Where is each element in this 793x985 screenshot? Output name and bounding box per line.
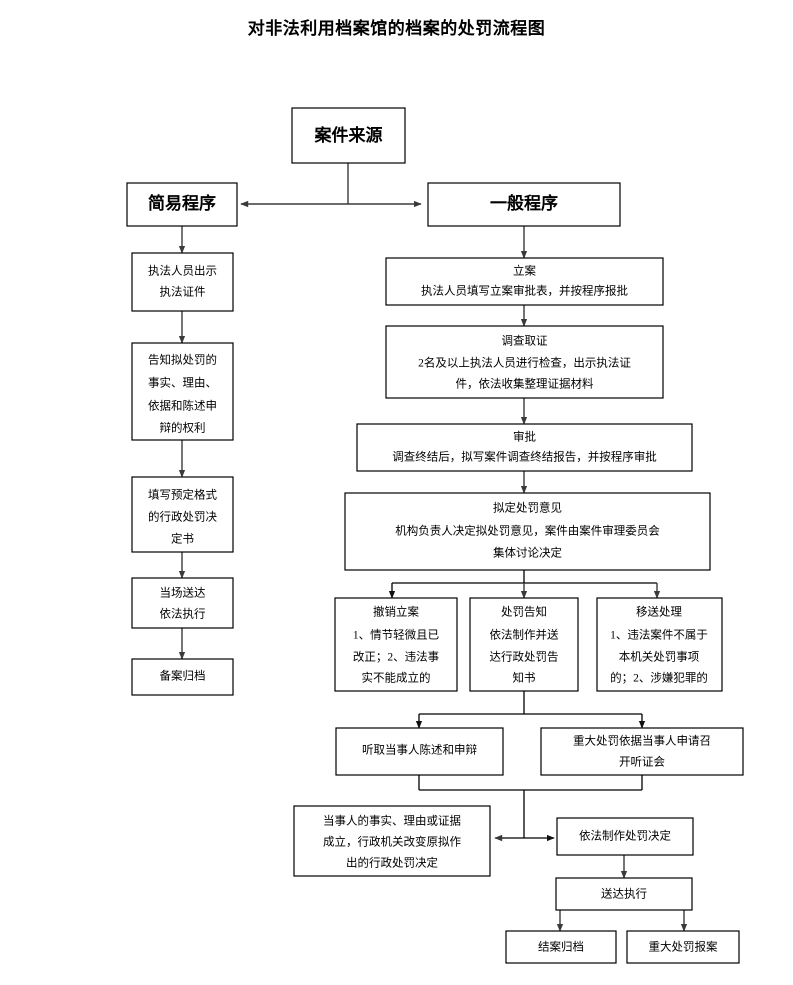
node-show-credentials-line-1: 执法人员出示 <box>148 264 217 278</box>
node-close-archive-label: 结案归档 <box>538 940 584 954</box>
node-draft-opinion-line-1: 机构负责人决定拟处罚意见，案件由案件审理委员会 <box>395 524 660 538</box>
node-hear-statement[interactable]: 听取当事人陈述和申辩 <box>335 727 504 776</box>
node-fill-decision-line-1: 填写预定格式 <box>148 488 217 502</box>
node-simple-procedure-label: 简易程序 <box>148 193 216 213</box>
node-simple-procedure[interactable]: 简易程序 <box>126 182 238 227</box>
node-change-decision-line-2: 成立，行政机关改变原拟作 <box>323 835 461 849</box>
node-change-decision-line-1: 当事人的事实、理由或证据 <box>323 814 461 828</box>
node-draft-opinion-line-2: 集体讨论决定 <box>493 546 562 560</box>
page-title: 对非法利用档案馆的档案的处罚流程图 <box>247 19 546 38</box>
node-penalty-notice-line-3: 知书 <box>513 671 536 685</box>
node-show-credentials[interactable]: 执法人员出示 执法证件 <box>131 252 234 312</box>
node-draft-opinion-title: 拟定处罚意见 <box>493 501 562 515</box>
node-serve-execute-label: 送达执行 <box>601 887 647 901</box>
node-revoke-case-line-1: 1、情节轻微且已 <box>353 628 439 642</box>
node-approval[interactable]: 审批 调查终结后，拟写案件调查终结报告，并按程序审批 <box>356 423 693 472</box>
node-revoke-case-title: 撤销立案 <box>373 605 419 619</box>
node-onsite-service-line-1: 当场送达 <box>160 586 206 600</box>
node-penalty-notice-title: 处罚告知 <box>501 605 547 619</box>
node-serve-execute[interactable]: 送达执行 <box>555 877 693 911</box>
node-inform-rights-line-2: 事实、理由、 <box>148 376 217 390</box>
node-fill-decision-line-3: 定书 <box>171 532 194 546</box>
node-penalty-notice[interactable]: 处罚告知 依法制作并送 达行政处罚告 知书 <box>469 597 579 692</box>
node-major-penalty-report[interactable]: 重大处罚报案 <box>626 930 740 964</box>
node-revoke-case-line-3: 实不能成立的 <box>362 671 431 685</box>
node-hearing-meeting-line-2: 开听证会 <box>619 756 665 769</box>
node-investigation-line-2: 件，依法收集整理证据材料 <box>456 377 594 391</box>
node-fill-decision[interactable]: 填写预定格式 的行政处罚决 定书 <box>131 476 234 553</box>
node-file-record[interactable]: 备案归档 <box>131 658 234 696</box>
node-approval-line-1: 调查终结后，拟写案件调查终结报告，并按程序审批 <box>392 450 657 464</box>
node-case-filing-title: 立案 <box>513 264 536 278</box>
node-inform-rights-line-1: 告知拟处罚的 <box>148 353 217 367</box>
node-hear-statement-line-1: 听取当事人陈述和申辩 <box>362 743 477 757</box>
node-transfer-case-title: 移送处理 <box>636 605 682 619</box>
node-make-decision[interactable]: 依法制作处罚决定 <box>556 817 694 856</box>
node-general-procedure[interactable]: 一般程序 <box>427 182 621 227</box>
node-draft-opinion[interactable]: 拟定处罚意见 机构负责人决定拟处罚意见，案件由案件审理委员会 集体讨论决定 <box>344 492 711 571</box>
node-change-decision[interactable]: 当事人的事实、理由或证据 成立，行政机关改变原拟作 出的行政处罚决定 <box>293 805 491 877</box>
node-make-decision-line-1: 依法制作处罚决定 <box>579 829 671 843</box>
node-inform-rights-line-3: 依据和陈述申 <box>148 399 217 413</box>
node-case-source[interactable]: 案件来源 <box>291 107 406 164</box>
node-onsite-service[interactable]: 当场送达 依法执行 <box>131 577 234 629</box>
node-transfer-case-line-3: 的；2、涉嫌犯罪的 <box>610 671 708 685</box>
node-investigation[interactable]: 调查取证 2名及以上执法人员进行检查，出示执法证 件，依法收集整理证据材料 <box>385 325 664 399</box>
node-file-record-label: 备案归档 <box>160 669 206 683</box>
node-onsite-service-line-2: 依法执行 <box>160 607 206 621</box>
node-case-source-label: 案件来源 <box>314 125 383 145</box>
node-penalty-notice-line-1: 依法制作并送 <box>490 628 559 642</box>
node-revoke-case-line-2: 改正；2、违法事 <box>353 650 439 664</box>
node-case-filing-line-1: 执法人员填写立案审批表，并按程序报批 <box>421 284 628 298</box>
node-transfer-case[interactable]: 移送处理 1、违法案件不属于 本机关处罚事项 的；2、涉嫌犯罪的 <box>596 597 723 692</box>
node-transfer-case-line-2: 本机关处罚事项 <box>619 650 700 664</box>
node-change-decision-line-3: 出的行政处罚决定 <box>346 856 438 870</box>
node-approval-title: 审批 <box>513 430 536 444</box>
node-case-filing[interactable]: 立案 执法人员填写立案审批表，并按程序报批 <box>385 257 664 306</box>
node-investigation-title: 调查取证 <box>502 334 548 348</box>
node-fill-decision-line-2: 的行政处罚决 <box>148 510 217 524</box>
node-close-archive[interactable]: 结案归档 <box>505 930 617 964</box>
node-revoke-case[interactable]: 撤销立案 1、情节轻微且已 改正；2、违法事 实不能成立的 <box>334 597 458 692</box>
node-general-procedure-label: 一般程序 <box>490 193 558 213</box>
node-investigation-line-1: 2名及以上执法人员进行检查，出示执法证 <box>418 356 631 370</box>
node-hearing-meeting-line-1: 重大处罚依据当事人申请召 <box>573 734 711 748</box>
node-major-penalty-report-label: 重大处罚报案 <box>649 940 718 954</box>
node-hearing-meeting[interactable]: 重大处罚依据当事人申请召 开听证会 <box>540 727 744 776</box>
node-inform-rights-line-4: 辩的权利 <box>160 421 206 435</box>
node-penalty-notice-line-2: 达行政处罚告 <box>490 650 559 664</box>
node-show-credentials-line-2: 执法证件 <box>160 285 206 299</box>
node-transfer-case-line-1: 1、违法案件不属于 <box>610 628 708 642</box>
node-inform-rights[interactable]: 告知拟处罚的 事实、理由、 依据和陈述申 辩的权利 <box>131 342 234 441</box>
